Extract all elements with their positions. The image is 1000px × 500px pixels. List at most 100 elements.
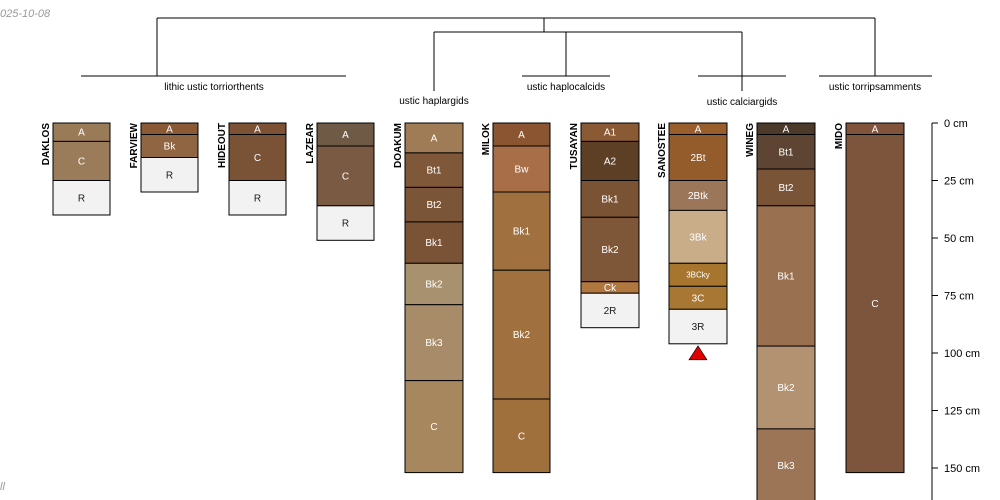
horizon-label: Bk2 xyxy=(425,280,443,291)
profile-name: WINEG xyxy=(745,123,756,157)
group-label: ustic calciargids xyxy=(707,97,778,108)
horizon-sanostee-2bt xyxy=(668,134,728,181)
horizon-farview-r xyxy=(140,157,199,193)
horizon-milok-bk1 xyxy=(492,191,551,271)
horizon-label: R xyxy=(78,193,85,204)
horizon-label: A xyxy=(342,130,349,141)
horizon-label: 3R xyxy=(692,322,705,333)
profile-mido: A C MIDO xyxy=(834,122,905,474)
horizon-sanostee-3r xyxy=(668,308,728,345)
profile-name: SANOSTEE xyxy=(657,123,668,178)
horizon-label: C xyxy=(518,431,525,442)
horizon-milok-bw xyxy=(492,145,551,193)
horizon-label: A xyxy=(695,124,702,135)
horizon-wineg-bk3 xyxy=(756,428,816,500)
profile-lazear: A C R LAZEAR xyxy=(305,122,375,241)
horizon-milok-c xyxy=(492,398,551,474)
corner-mark-text: ll xyxy=(0,481,5,493)
horizon-label: C xyxy=(254,153,261,164)
horizon-label: Bk2 xyxy=(513,330,531,341)
horizon-hideout-r xyxy=(228,180,287,216)
horizon-label: A xyxy=(431,133,438,144)
horizon-doakum-bt2 xyxy=(404,186,464,223)
horizon-doakum-a xyxy=(404,122,464,154)
horizon-label: C xyxy=(342,171,349,182)
horizon-label: Bk1 xyxy=(601,194,619,205)
horizon-tusayan-a2 xyxy=(580,140,640,181)
horizon-wineg-bk2 xyxy=(756,345,816,430)
horizon-label: A xyxy=(78,128,85,139)
group-label: ustic torripsamments xyxy=(829,82,921,93)
profile-farview: A BkR FARVIEW xyxy=(129,122,199,193)
horizon-label: Bt1 xyxy=(778,147,793,158)
horizon-tusayan-bk1 xyxy=(580,180,640,218)
horizon-label: 2R xyxy=(604,306,617,317)
depth-axis-tick-label: 25 cm xyxy=(944,176,974,188)
horizon-label: A xyxy=(872,124,879,135)
horizon-label: 2Bt xyxy=(690,153,705,164)
depth-marker xyxy=(688,345,708,361)
horizon-label: Bt1 xyxy=(426,166,441,177)
horizon-label: Ck xyxy=(604,283,617,294)
horizon-label: Bk1 xyxy=(777,271,795,282)
horizon-doakum-bk2 xyxy=(404,262,464,306)
horizon-doakum-bk3 xyxy=(404,304,464,382)
horizon-label: A1 xyxy=(604,128,617,139)
profile-name: FARVIEW xyxy=(129,122,140,168)
horizon-label: Bk3 xyxy=(777,461,795,472)
horizon-lazear-r xyxy=(316,205,375,241)
depth-axis-tick-label: 75 cm xyxy=(944,291,974,303)
horizon-doakum-bt1 xyxy=(404,152,464,188)
horizon-sanostee-2btk xyxy=(668,180,728,211)
profile-name: HIDEOUT xyxy=(217,123,228,168)
profile-daklos: A C R DAKLOS xyxy=(41,122,111,216)
horizon-label: A xyxy=(166,124,173,135)
horizon-label: Bt2 xyxy=(426,200,441,211)
profile-name: LAZEAR xyxy=(305,122,316,163)
group-label: lithic ustic torriorthents xyxy=(164,82,263,93)
profile-name: MILOK xyxy=(481,122,492,155)
horizon-label: R xyxy=(254,193,261,204)
depth-axis-tick-label: 100 cm xyxy=(944,348,980,360)
horizon-label: Bk1 xyxy=(513,227,531,238)
horizon-label: C xyxy=(78,156,85,167)
horizon-tusayan-2r xyxy=(580,292,640,329)
depth-axis-tick-label: 0 cm xyxy=(944,118,968,130)
horizon-hideout-c xyxy=(228,134,287,181)
horizon-label: Bk3 xyxy=(425,338,443,349)
horizon-label: Bk1 xyxy=(425,238,443,249)
depth-axis-tick-label: 125 cm xyxy=(944,406,980,418)
horizon-wineg-bk1 xyxy=(756,205,816,347)
group-label: ustic haplocalcids xyxy=(527,82,605,93)
horizon-label: Bw xyxy=(515,165,530,176)
horizon-label: C xyxy=(430,422,437,433)
horizon-label: A xyxy=(254,124,261,135)
group-labels: lithic ustic torriorthents ustic haplargi… xyxy=(164,82,921,108)
depth-axis-tick-label: 50 cm xyxy=(944,233,974,245)
group-label: ustic haplargids xyxy=(399,96,468,107)
horizon-label: Bk2 xyxy=(601,245,619,256)
horizon-label: C xyxy=(871,299,878,310)
horizon-label: 3Bk xyxy=(689,232,707,243)
horizon-label: 3C xyxy=(692,293,705,304)
profile-name: DAKLOS xyxy=(41,123,52,166)
horizon-label: R xyxy=(342,219,349,230)
corner-date-text: 025-10-08 xyxy=(0,8,51,20)
horizon-label: Bt2 xyxy=(778,183,793,194)
horizon-daklos-r xyxy=(52,180,111,216)
profile-name: DOAKUM xyxy=(393,123,404,168)
horizon-doakum-bk1 xyxy=(404,221,464,264)
horizon-sanostee-3bk xyxy=(668,209,728,264)
horizon-daklos-c xyxy=(52,140,111,181)
horizon-label: Bk xyxy=(164,142,177,153)
profile-hideout: A C R HIDEOUT xyxy=(217,122,287,216)
profile-name: MIDO xyxy=(834,123,845,149)
horizon-label: R xyxy=(166,170,173,181)
horizon-label: A xyxy=(518,130,525,141)
